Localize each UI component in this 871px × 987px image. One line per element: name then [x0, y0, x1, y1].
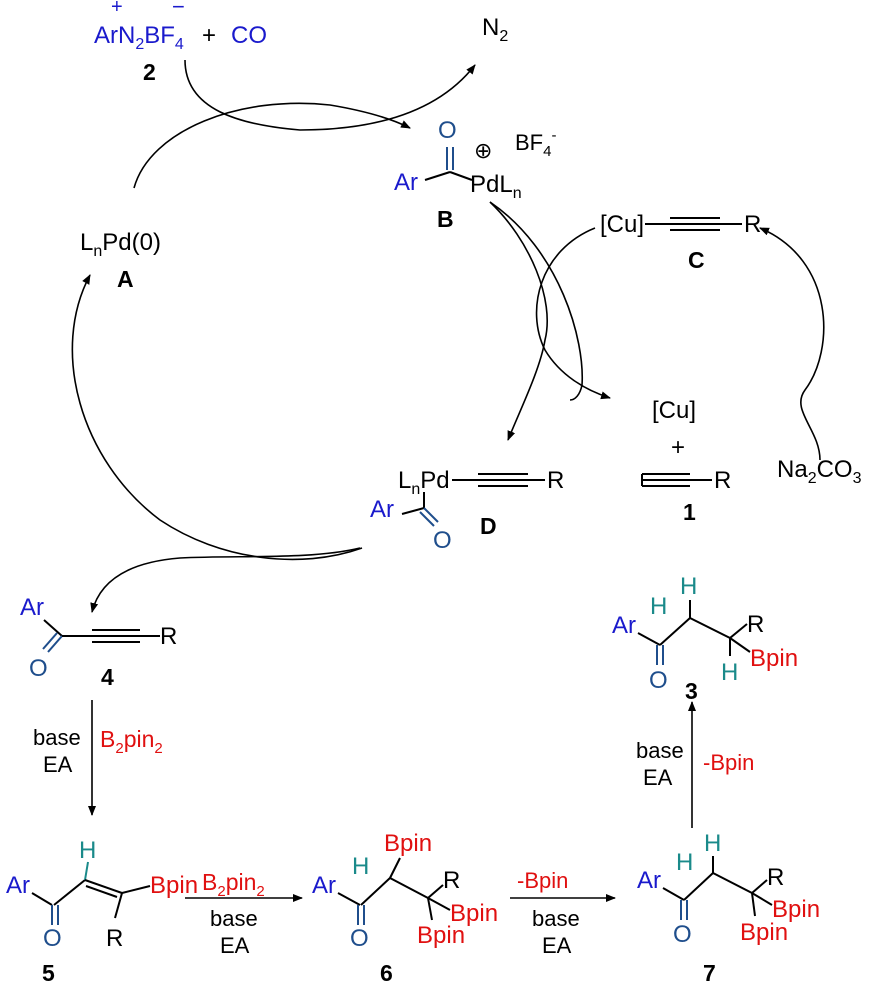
svg-text:+: + — [111, 0, 123, 18]
label-7: 7 — [703, 960, 716, 986]
compound-4-ynone: Ar O R 4 — [20, 594, 177, 690]
svg-text:PdLn: PdLn — [470, 171, 522, 202]
svg-text:EA: EA — [542, 933, 572, 958]
conditions-step-3: -Bpin base EA — [517, 868, 580, 958]
svg-text:Bpin: Bpin — [384, 830, 432, 857]
conditions-step-2: B2pin2 base EA — [202, 869, 265, 958]
conditions-step-4: base EA -Bpin — [636, 738, 754, 790]
compound-5-vinyl-boronate: Ar O H Bpin R 5 — [6, 837, 198, 986]
svg-text:base: base — [33, 725, 81, 750]
nitrogen-gas: N2 — [482, 14, 508, 45]
compound-7-diboronate: Ar O H H R Bpin Bpin 7 — [637, 830, 820, 986]
svg-text:H: H — [676, 849, 693, 876]
svg-text:B2pin2: B2pin2 — [100, 726, 163, 757]
svg-text:R: R — [747, 611, 764, 638]
svg-text:Ar: Ar — [6, 872, 30, 899]
carbon-monoxide: CO — [231, 22, 267, 49]
svg-text:base: base — [636, 738, 684, 763]
svg-text:O: O — [649, 667, 668, 694]
svg-text:BF4-: BF4- — [515, 127, 556, 160]
plus-sign-top: + — [202, 22, 216, 49]
svg-text:base: base — [532, 906, 580, 931]
label-6: 6 — [380, 960, 393, 986]
svg-text:H: H — [352, 853, 369, 880]
svg-text:ArN2BF4: ArN2BF4 — [94, 22, 184, 53]
svg-text:O: O — [29, 655, 48, 682]
svg-text:EA: EA — [43, 752, 73, 777]
species-B-acyl-palladium: O Ar ⊕ PdLn BF4- B — [394, 117, 556, 232]
svg-text:Ar: Ar — [370, 496, 394, 523]
svg-text:O: O — [673, 921, 692, 948]
compound-6-triboronate: Ar O H Bpin R Bpin Bpin 6 — [312, 830, 498, 986]
svg-text:Ar: Ar — [637, 867, 661, 894]
label-C: C — [688, 247, 705, 273]
svg-text:H: H — [79, 837, 96, 864]
svg-text:⊕: ⊕ — [474, 138, 492, 163]
svg-text:LnPd: LnPd — [398, 467, 450, 498]
svg-text:R: R — [767, 864, 784, 891]
svg-text:R: R — [443, 867, 460, 894]
diazonium-salt-2: + ArN2BF4 − — [94, 0, 185, 53]
label-5: 5 — [42, 960, 55, 986]
svg-text:Ar: Ar — [612, 612, 636, 639]
svg-text:H: H — [650, 593, 667, 620]
svg-text:O: O — [433, 527, 452, 554]
svg-text:−: − — [172, 0, 185, 19]
svg-text:Ar: Ar — [20, 594, 44, 621]
svg-text:R: R — [160, 623, 177, 650]
label-D: D — [480, 513, 497, 539]
svg-text:O: O — [350, 925, 369, 952]
svg-text:R: R — [714, 467, 731, 494]
compound-3-product: Ar O H H R Bpin H 3 — [612, 573, 798, 704]
species-D-alkynyl-acyl-palladium: LnPd R Ar O D — [370, 467, 564, 554]
svg-text:LnPd(0): LnPd(0) — [80, 229, 161, 260]
label-1: 1 — [683, 499, 696, 525]
terminal-alkyne-1: R 1 — [641, 467, 731, 525]
svg-text:Ar: Ar — [394, 169, 418, 196]
cycle-arrows — [71, 59, 825, 613]
label-4: 4 — [101, 664, 114, 690]
sodium-carbonate: Na2CO3 — [777, 456, 862, 487]
svg-text:EA: EA — [220, 933, 250, 958]
svg-text:Bpin: Bpin — [450, 900, 498, 927]
svg-text:O: O — [43, 925, 62, 952]
label-A: A — [117, 266, 134, 292]
label-3: 3 — [685, 678, 698, 704]
svg-text:R: R — [744, 211, 761, 238]
svg-text:H: H — [704, 830, 721, 857]
svg-text:-Bpin: -Bpin — [517, 868, 568, 893]
svg-text:O: O — [438, 117, 457, 144]
svg-text:Bpin: Bpin — [750, 645, 798, 672]
svg-text:Bpin: Bpin — [772, 896, 820, 923]
svg-text:-Bpin: -Bpin — [703, 750, 754, 775]
svg-text:Bpin: Bpin — [150, 872, 198, 899]
svg-text:Bpin: Bpin — [417, 922, 465, 949]
svg-text:R: R — [547, 467, 564, 494]
svg-text:B2pin2: B2pin2 — [202, 869, 265, 900]
svg-text:EA: EA — [643, 765, 673, 790]
svg-text:[Cu]: [Cu] — [600, 211, 644, 238]
copper-free: [Cu] — [652, 397, 696, 424]
svg-text:base: base — [210, 906, 258, 931]
svg-text:Bpin: Bpin — [740, 919, 788, 946]
plus-sign-cu: + — [671, 434, 685, 461]
species-C-copper-acetylide: [Cu] R C — [600, 211, 761, 273]
svg-text:H: H — [721, 659, 738, 686]
label-B: B — [437, 206, 454, 232]
species-A-pd0: LnPd(0) A — [80, 229, 161, 292]
svg-text:H: H — [680, 573, 697, 600]
label-2: 2 — [143, 59, 156, 85]
svg-text:Ar: Ar — [312, 872, 336, 899]
conditions-step-1: base EA B2pin2 — [33, 725, 163, 777]
svg-text:R: R — [106, 925, 123, 952]
